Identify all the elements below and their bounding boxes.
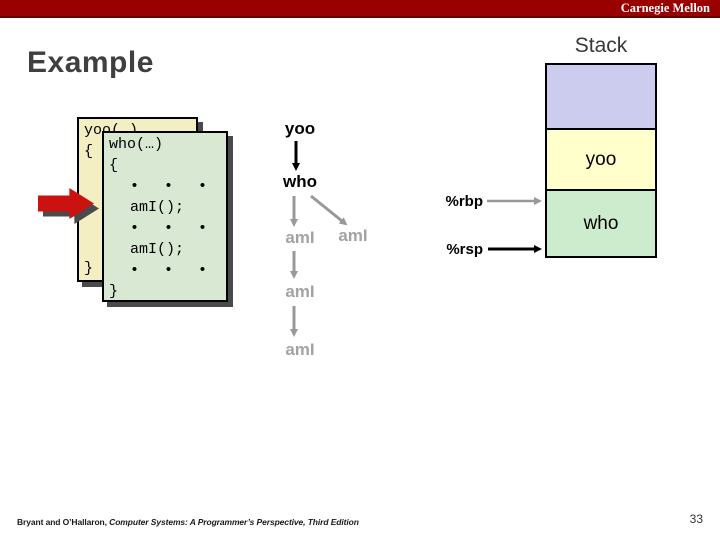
call-node-ami-2: amI xyxy=(285,282,315,301)
rsp-register-label: %rsp xyxy=(446,241,483,258)
stack-frame-empty xyxy=(545,63,657,130)
code-line-ellipsis-2: • • • xyxy=(130,220,216,237)
stack-diagram: yoo who xyxy=(545,63,657,258)
call-node-ami-branch: amI xyxy=(338,226,368,245)
code-line-ami-call-2: amI(); xyxy=(130,241,185,258)
brand-text: Carnegie Mellon xyxy=(620,1,710,15)
who-code-card: who(…) { • • • amI(); • • • amI(); • • •… xyxy=(102,131,228,302)
stack-frame-yoo: yoo xyxy=(545,128,657,191)
page-title: Example xyxy=(27,46,154,79)
current-line-pointer xyxy=(38,188,99,224)
stack-title: Stack xyxy=(574,34,628,57)
call-node-who: who xyxy=(283,172,317,191)
code-line-who-open-brace: { xyxy=(109,157,119,174)
header-bar: Carnegie Mellon xyxy=(0,0,720,18)
rbp-register-label: %rbp xyxy=(445,193,484,210)
code-line-ami-call-1: amI(); xyxy=(130,199,185,216)
code-line-ellipsis-1: • • • xyxy=(130,178,216,195)
arrow-who-to-ami-branch xyxy=(310,194,348,226)
call-node-ami-3: amI xyxy=(285,340,315,359)
call-node-ami-1: amI xyxy=(285,228,315,247)
code-line-ellipsis-3: • • • xyxy=(130,262,216,279)
page-number: 33 xyxy=(689,512,703,526)
call-node-yoo: yoo xyxy=(284,119,316,138)
footer-book-title: Computer Systems: A Programmer’s Perspec… xyxy=(109,517,359,527)
code-line-who-signature: who(…) xyxy=(109,136,164,153)
footer-credit: Bryant and O’Hallaron, Computer Systems:… xyxy=(17,517,359,527)
footer-authors: Bryant and O’Hallaron, xyxy=(17,517,110,527)
code-line-yoo-open-brace: { xyxy=(84,143,94,160)
stack-frame-who: who xyxy=(545,189,657,258)
code-line-yoo-close-brace: } xyxy=(84,260,94,277)
code-line-who-close-brace: } xyxy=(109,283,119,300)
